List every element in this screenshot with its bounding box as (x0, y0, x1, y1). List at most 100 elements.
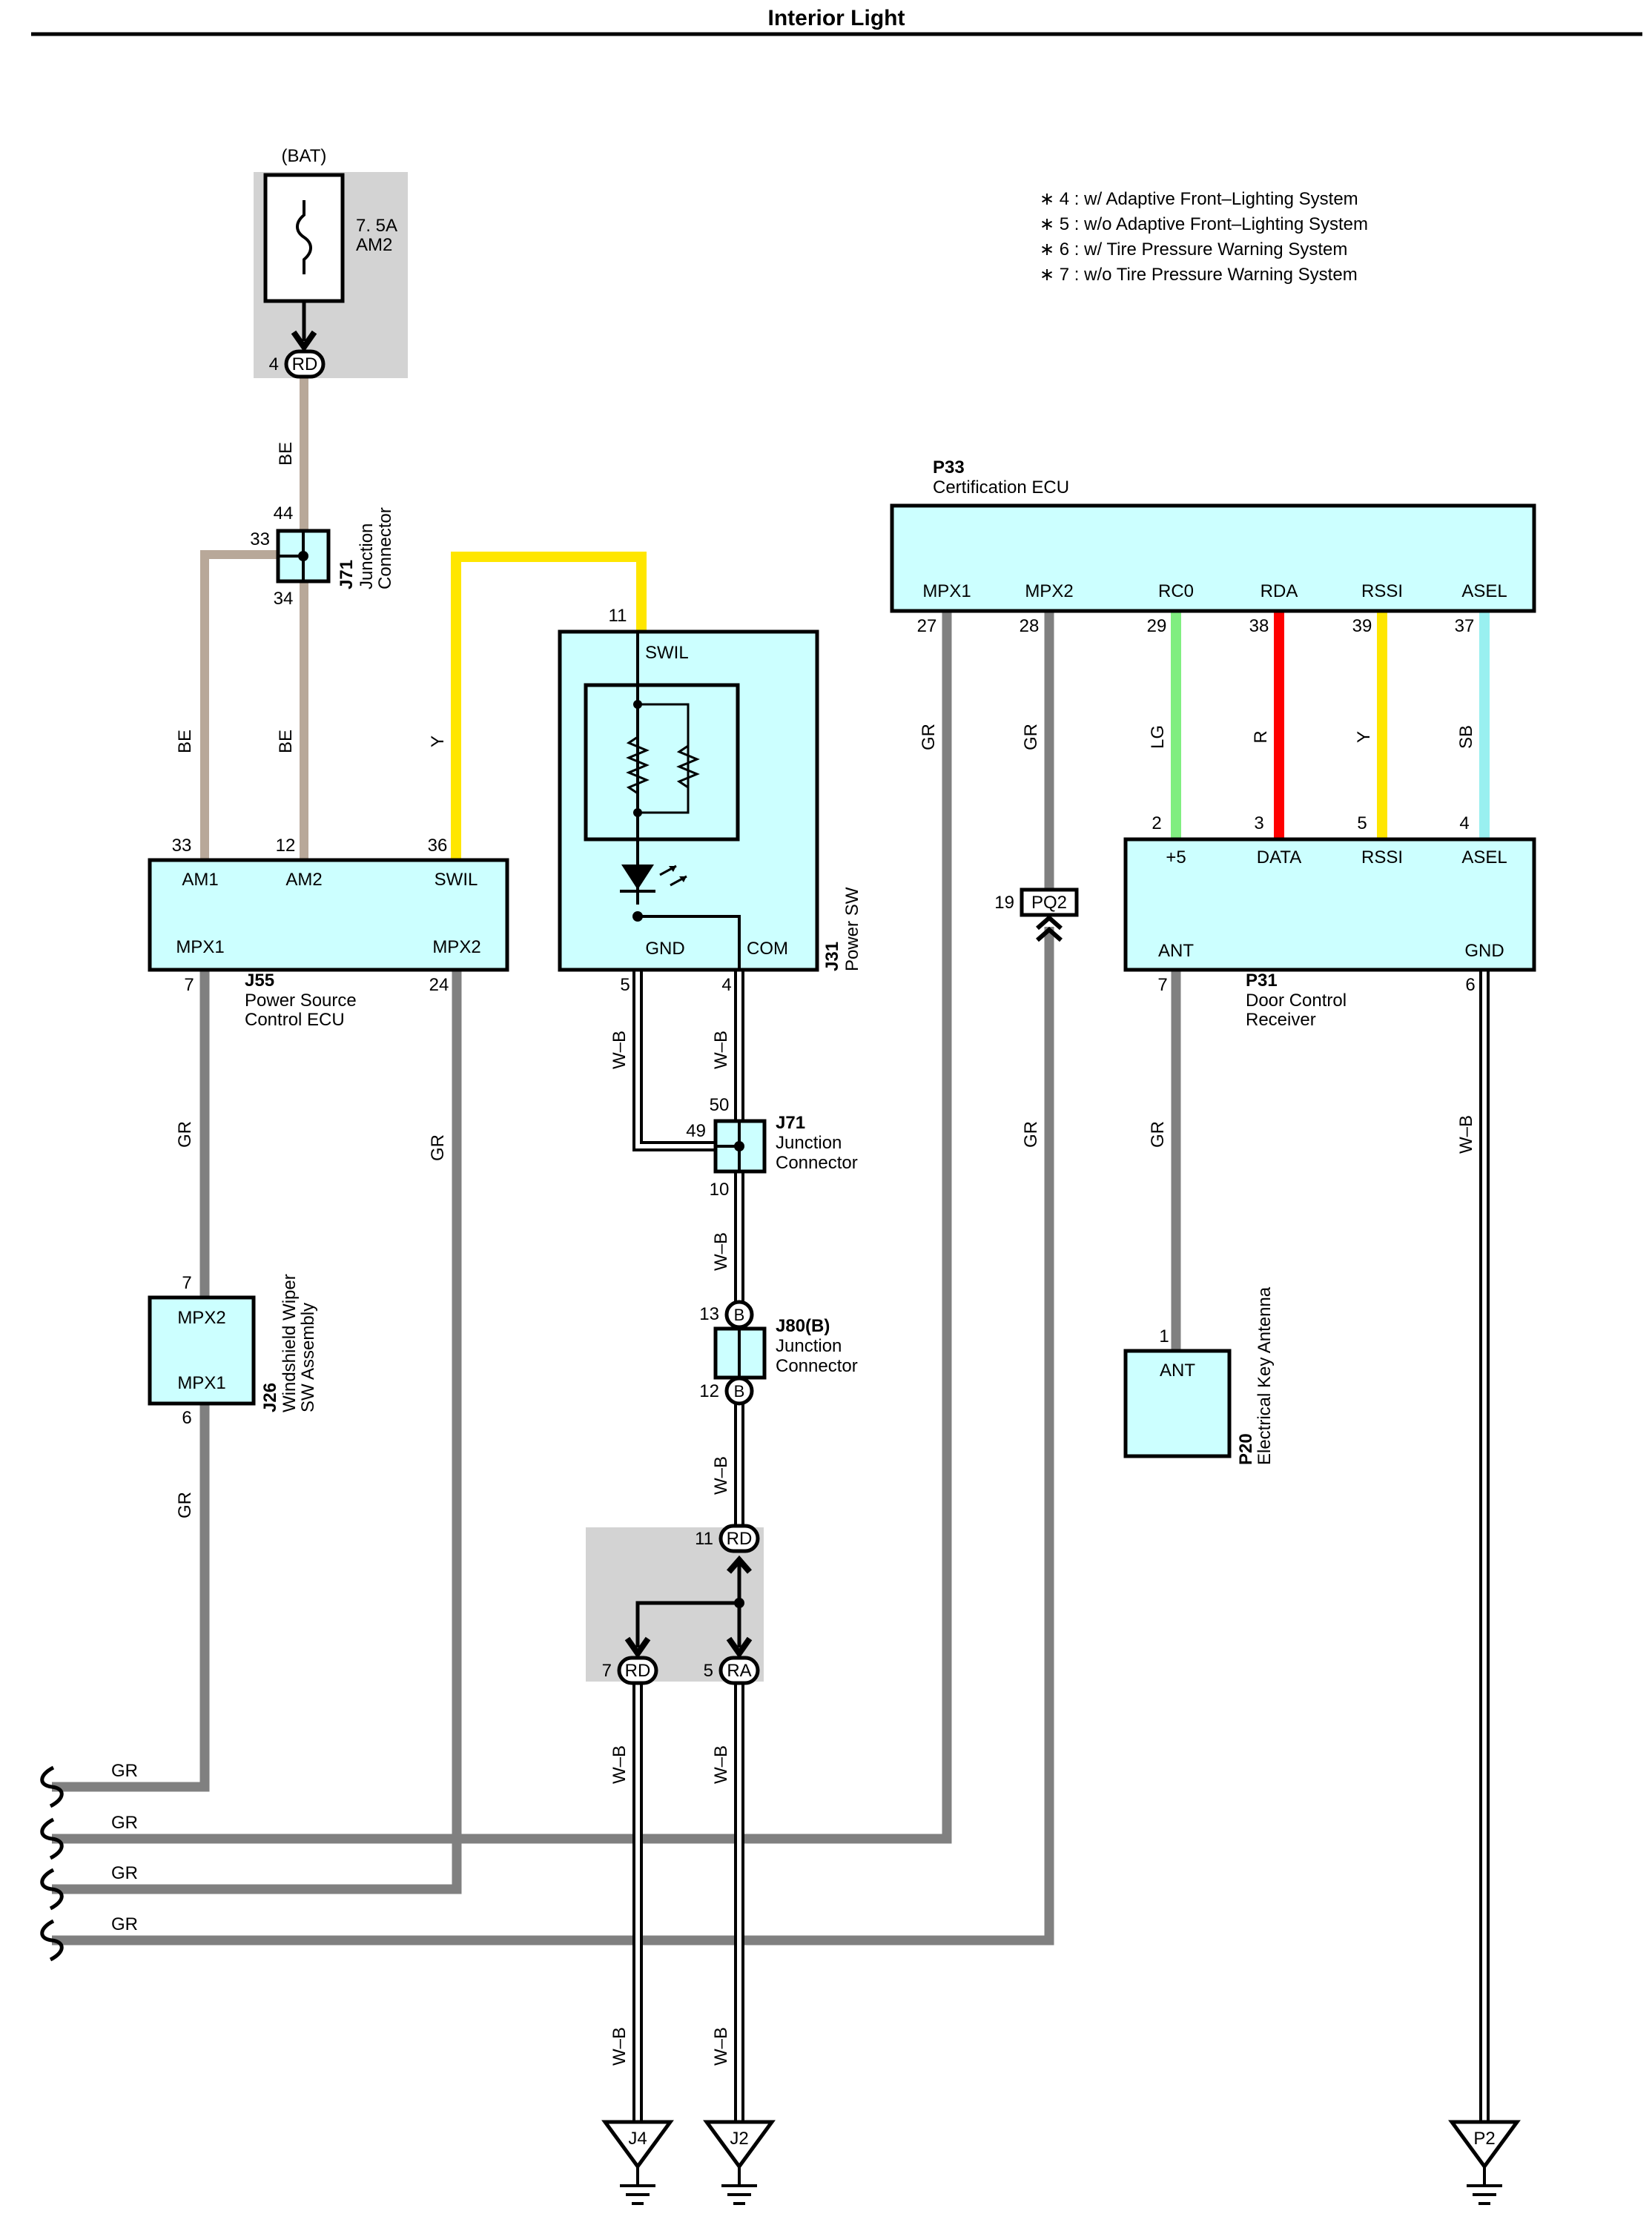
p20-key-antenna: 1 ANT P20 Electrical Key Antenna (1123, 1286, 1275, 1465)
wire-label-wb-8: W–B (711, 2027, 731, 2066)
svg-text:7: 7 (602, 1661, 612, 1681)
wire-label-wb-1: W–B (609, 1031, 630, 1069)
p31-desc1: Door Control (1246, 991, 1347, 1011)
j80-pin-12: 12 (699, 1381, 719, 1401)
j55-pin-swil: 36 (428, 836, 448, 856)
svg-text:RD: RD (727, 1529, 753, 1549)
svg-text:5: 5 (704, 1661, 713, 1681)
j55-desc1: Power Source (245, 991, 357, 1011)
j71-top-desc2: Connector (375, 507, 395, 589)
j55-desc2: Control ECU (245, 1010, 345, 1030)
svg-text:2: 2 (1152, 813, 1161, 833)
fuse-connector-label: RD (292, 354, 318, 374)
wire-label-be-3: BE (276, 730, 296, 753)
j80-id: J80(B) (776, 1316, 830, 1336)
j71-top-pin-34: 34 (274, 589, 294, 609)
j26-pin-6: 6 (182, 1408, 191, 1428)
p31-door-control-receiver: 2 3 5 4 +5 DATA RSSI ASEL ANT GND 7 6 P3… (1123, 813, 1536, 1030)
svg-text:ASEL: ASEL (1461, 581, 1507, 601)
j71-top-desc1: Junction (357, 523, 377, 589)
svg-text:6: 6 (1465, 975, 1475, 995)
led-icon (621, 865, 654, 890)
j71-mid-id: J71 (776, 1113, 805, 1133)
j55-term-am1: AM1 (182, 870, 218, 890)
j31-desc: Power SW (842, 887, 862, 971)
resistor-icon-2 (676, 744, 700, 789)
svg-text:RC0: RC0 (1158, 581, 1194, 601)
wire-label-wb-5: W–B (609, 1745, 630, 1784)
j26-pin-7: 7 (182, 1273, 191, 1293)
svg-text:1: 1 (1159, 1326, 1169, 1346)
note-2: ∗ 5 : w/o Adaptive Front–Lighting System (1040, 214, 1368, 234)
svg-text:RSSI: RSSI (1361, 581, 1403, 601)
j55-term-mpx1: MPX1 (176, 937, 224, 957)
j31-id: J31 (822, 942, 842, 971)
wire-wb (632, 970, 1490, 2122)
ground-icon (620, 2166, 655, 2205)
j31-pin-4: 4 (721, 975, 731, 995)
svg-text:RD: RD (625, 1661, 651, 1681)
j55-term-swil: SWIL (435, 870, 478, 890)
svg-text:GND: GND (1464, 941, 1504, 961)
svg-text:29: 29 (1147, 616, 1167, 636)
wire-label-gr-11: GR (111, 1914, 138, 1934)
fuse-pin: 4 (269, 354, 279, 374)
wire-label-y-1: Y (428, 735, 448, 747)
svg-text:7: 7 (1157, 975, 1167, 995)
wire-label-gr-7: GR (1148, 1121, 1168, 1148)
j71-mid-pin-50: 50 (710, 1095, 730, 1115)
wire-label-be-2: BE (175, 730, 195, 753)
note-4: ∗ 7 : w/o Tire Pressure Warning System (1040, 265, 1358, 285)
svg-text:RSSI: RSSI (1361, 847, 1403, 867)
legend-notes: ∗ 4 : w/ Adaptive Front–Lighting System … (1040, 189, 1368, 285)
svg-text:DATA: DATA (1257, 847, 1301, 867)
j31-power-sw: 11 SWIL GND COM 5 4 J31 Power SW (558, 606, 862, 995)
ground-j2: J2 (703, 2120, 776, 2205)
ground-p2: P2 (1448, 2120, 1521, 2205)
j55-power-source-ecu: 33 12 36 AM1 AM2 SWIL MPX1 MPX2 7 24 J55… (148, 836, 509, 1030)
svg-text:B: B (734, 1382, 745, 1401)
wire-label-wb-3: W–B (711, 1232, 731, 1271)
svg-text:5: 5 (1357, 813, 1367, 833)
svg-text:B: B (734, 1306, 745, 1324)
wire-label-gr-2: GR (428, 1134, 448, 1161)
svg-text:MPX2: MPX2 (1025, 581, 1073, 601)
p33-id: P33 (933, 457, 965, 477)
j26-term-mpx1: MPX1 (177, 1373, 225, 1393)
wire-label-gr-6: GR (1021, 1121, 1041, 1148)
j71-top-pin-33: 33 (250, 529, 270, 549)
svg-text:ASEL: ASEL (1461, 847, 1507, 867)
j80-pin-13: 13 (699, 1304, 719, 1324)
ground-j2-label: J2 (730, 2129, 748, 2149)
wire-label-gr-1: GR (175, 1121, 195, 1148)
j71-top-id: J71 (337, 560, 357, 589)
j80-desc1: Junction (776, 1336, 842, 1356)
fuse-arrow-icon (291, 330, 317, 352)
junction-block: RD 11 RD 7 RA 5 (586, 1524, 764, 1685)
bat-label: (BAT) (282, 146, 327, 166)
j55-id: J55 (245, 971, 274, 991)
j55-pin-am2: 12 (276, 836, 296, 856)
j55-term-am2: AM2 (285, 870, 322, 890)
svg-text:28: 28 (1020, 616, 1040, 636)
pq2-connector: PQ2 19 (994, 887, 1079, 942)
wire-break-marks (40, 1765, 64, 1962)
svg-text:39: 39 (1352, 616, 1372, 636)
wire-label-r: R (1251, 730, 1271, 743)
j31-pin-5: 5 (620, 975, 630, 995)
p31-desc2: Receiver (1246, 1010, 1316, 1030)
wire-label-be-1: BE (276, 442, 296, 466)
wire-label-wb-7: W–B (609, 2027, 630, 2066)
wire-label-wb-4: W–B (711, 1456, 731, 1495)
svg-text:27: 27 (917, 616, 937, 636)
wire-label-wb-2: W–B (711, 1031, 731, 1069)
wire-y-swil (451, 552, 647, 860)
wire-be (200, 378, 308, 860)
wire-label-gr-9: GR (111, 1813, 138, 1833)
diagram-title: Interior Light (768, 6, 905, 30)
j31-pin-11: 11 (609, 606, 627, 626)
wire-label-lg: LG (1148, 725, 1168, 749)
j71-mid-desc2: Connector (776, 1153, 858, 1173)
j26-term-mpx2: MPX2 (177, 1308, 225, 1328)
